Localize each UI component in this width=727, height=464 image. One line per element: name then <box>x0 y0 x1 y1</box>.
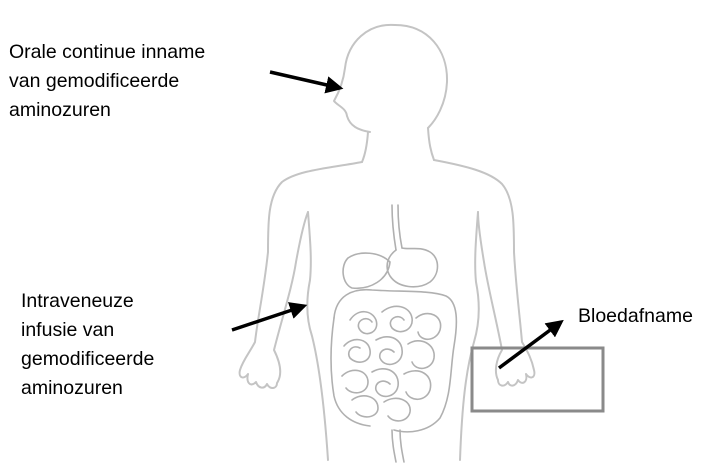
oral-intake-label: Orale continue inname van gemodificeerde… <box>9 38 205 125</box>
iv-arrow-icon <box>232 306 304 330</box>
blood-sampling-line-1: Bloedafname <box>578 302 693 331</box>
iv-infusion-line-4: aminozuren <box>21 374 154 403</box>
digestive-system-icon <box>331 205 456 462</box>
blood-sampling-label: Bloedafname <box>578 302 693 331</box>
iv-infusion-line-1: Intraveneuze <box>21 287 154 316</box>
human-body-outline-icon <box>240 25 535 460</box>
oral-intake-line-2: van gemodificeerde <box>9 67 205 96</box>
oral-intake-line-3: aminozuren <box>9 96 205 125</box>
blood-arrow-icon <box>499 322 561 368</box>
iv-infusion-line-3: gemodificeerde <box>21 345 154 374</box>
oral-intake-line-1: Orale continue inname <box>9 38 205 67</box>
oral-arrow-icon <box>270 72 340 88</box>
iv-infusion-line-2: infusie van <box>21 316 154 345</box>
blood-sample-box <box>472 348 603 411</box>
iv-infusion-label: Intraveneuze infusie van gemodificeerde … <box>21 287 154 403</box>
